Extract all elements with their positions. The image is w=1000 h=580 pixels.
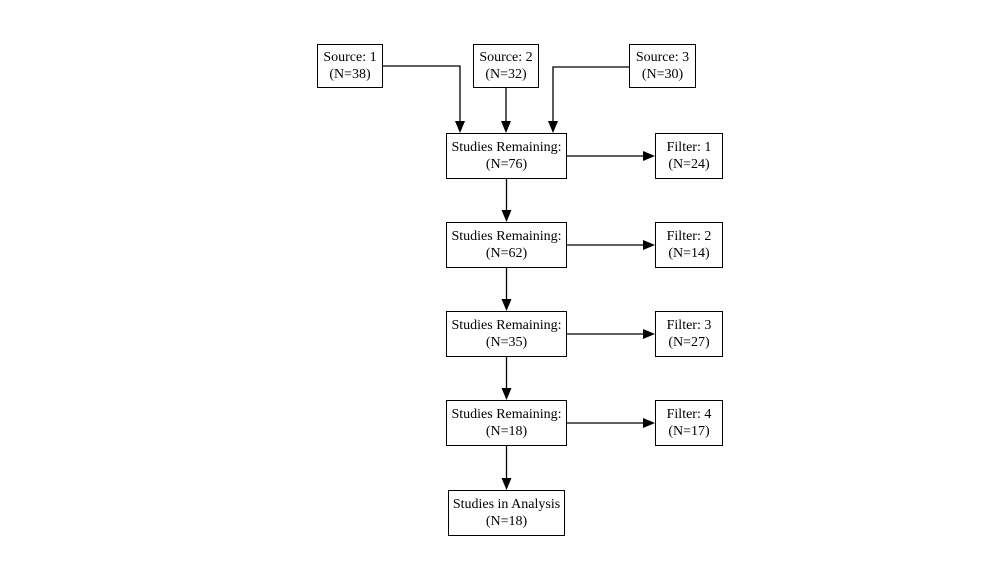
source-3-label: Source: 3: [635, 50, 690, 65]
source-2-label: Source: 2: [479, 50, 533, 65]
stage-3-count: (N=35): [485, 335, 528, 350]
arrowhead-filter1: [643, 151, 655, 161]
filter-3-label: Filter: 3: [666, 318, 712, 333]
arrowhead-filter4: [643, 418, 655, 428]
filter-4-count: (N=17): [668, 424, 710, 439]
stage-box-3: Studies Remaining: (N=35): [446, 311, 567, 357]
filter-2-count: (N=14): [668, 246, 710, 261]
stage-4-count: (N=18): [485, 424, 528, 439]
arrowhead-stage3: [501, 299, 512, 311]
stage-2-label: Studies Remaining:: [451, 229, 562, 244]
filter-box-4: Filter: 4 (N=17): [655, 400, 723, 446]
stage-box-2: Studies Remaining: (N=62): [446, 222, 567, 268]
stage-1-label: Studies Remaining:: [451, 140, 562, 155]
stage-1-count: (N=76): [485, 157, 528, 172]
arrowhead-source3: [548, 121, 558, 133]
arrowhead-stage2: [501, 210, 512, 222]
arrowhead-filter2: [643, 240, 655, 250]
filter-box-2: Filter: 2 (N=14): [655, 222, 723, 268]
stage-3-label: Studies Remaining:: [451, 318, 562, 333]
filter-3-count: (N=27): [668, 335, 710, 350]
source-1-count: (N=38): [329, 67, 371, 82]
source-3-count: (N=30): [641, 67, 684, 82]
edge-source3-stage1: [552, 66, 629, 122]
arrowhead-stage4: [501, 388, 512, 400]
final-label: Studies in Analysis: [452, 497, 561, 512]
arrowhead-filter3: [643, 329, 655, 339]
final-box: Studies in Analysis (N=18): [448, 490, 565, 536]
stage-2-count: (N=62): [485, 246, 528, 261]
filter-1-count: (N=24): [668, 157, 710, 172]
arrowhead-source2: [501, 121, 511, 133]
filter-4-label: Filter: 4: [666, 407, 712, 422]
stage-box-1: Studies Remaining: (N=76): [446, 133, 567, 179]
stage-box-4: Studies Remaining: (N=18): [446, 400, 567, 446]
filter-2-label: Filter: 2: [666, 229, 712, 244]
filter-1-label: Filter: 1: [666, 140, 712, 155]
filter-box-1: Filter: 1 (N=24): [655, 133, 723, 179]
source-2-count: (N=32): [485, 67, 527, 82]
source-box-3: Source: 3 (N=30): [629, 44, 696, 88]
stage-4-label: Studies Remaining:: [451, 407, 562, 422]
final-count: (N=18): [485, 514, 528, 529]
arrowhead-source1: [455, 121, 465, 133]
source-box-1: Source: 1 (N=38): [317, 44, 383, 88]
edge-source1-stage1: [383, 65, 461, 122]
source-1-label: Source: 1: [323, 50, 377, 65]
source-box-2: Source: 2 (N=32): [473, 44, 539, 88]
filter-box-3: Filter: 3 (N=27): [655, 311, 723, 357]
arrowhead-final: [501, 478, 512, 490]
